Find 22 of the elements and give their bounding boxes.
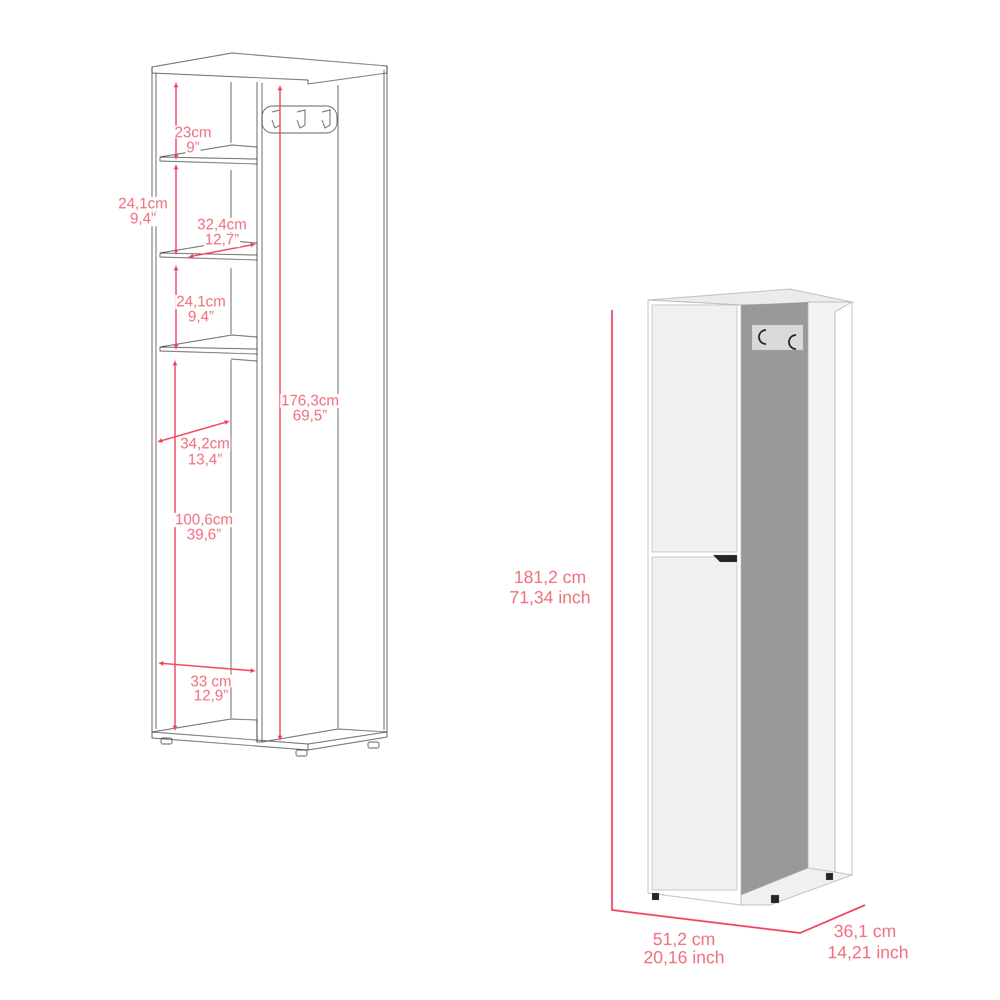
dimension-label: 12,7”: [204, 232, 240, 248]
dimension-label: 12,9”: [192, 688, 230, 704]
dimension-label: 13,4”: [186, 452, 224, 468]
dimension-label: 33 cm: [190, 674, 232, 688]
dimension-label: 34,2cm: [179, 436, 231, 452]
dimension-label: 69,5”: [292, 408, 328, 424]
dimension-label: 100,6cm: [174, 512, 234, 528]
dimension-label: 24,1cm: [117, 196, 169, 212]
dimension-label: 36,1 cm: [832, 924, 898, 940]
dimension-label: 39,6”: [186, 528, 222, 542]
dimension-label: 14,21 inch: [826, 944, 910, 962]
dimension-label: 181,2 cm: [513, 570, 588, 586]
dimension-label: 9,4”: [129, 212, 157, 226]
dimension-label: 32,4cm: [196, 218, 248, 232]
dimension-label: 24,1cm: [175, 294, 227, 310]
dimension-label: 51,2 cm: [652, 932, 716, 948]
dimension-label: 20,16 inch: [642, 950, 726, 966]
dimension-label: 176,3cm: [280, 394, 340, 408]
dimension-label: 9,4”: [187, 310, 215, 324]
dimension-label: 9”: [185, 140, 201, 154]
dimension-label: 71,34 inch: [508, 590, 592, 606]
dimension-label: 23cm: [174, 126, 212, 138]
